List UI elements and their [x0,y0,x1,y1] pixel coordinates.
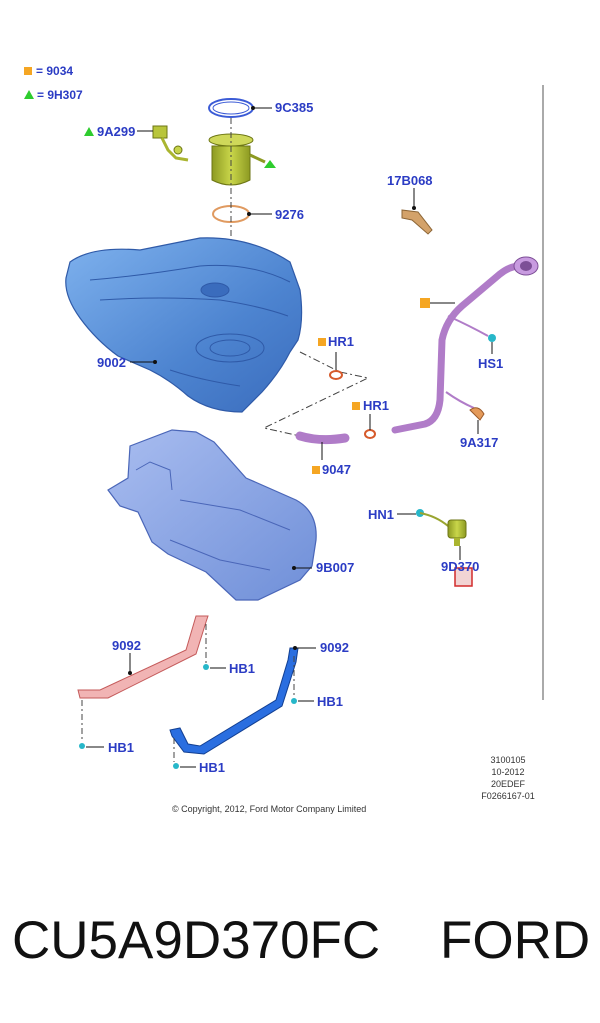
part-9a317 [469,407,485,421]
orange-square-marker [352,402,360,410]
callout-hb1: HB1 [199,760,226,775]
green-triangle-marker [264,160,276,168]
info-line: 20EDEF [490,779,525,789]
copyright-text: © Copyright, 2012, Ford Motor Company Li… [172,804,367,814]
info-line: F0266167-01 [481,791,535,801]
bracket-17b068 [401,209,433,235]
legend-text: = 9034 [36,64,74,78]
callout-9002: 9002 [97,355,126,370]
callout-text: 9A299 [97,124,136,139]
orange-square-marker [420,298,430,308]
fuel-pump-module [208,133,266,186]
info-line: 3100105 [490,755,526,765]
filler-pipe [295,256,539,445]
callout-9092: 9092 [320,640,349,655]
heat-shield-9b007 [107,429,317,601]
orange-square-marker [312,466,320,474]
callout-9d370: 9D370 [441,559,480,574]
strap-red-9092 [77,615,209,699]
callout-hn1: HN1 [368,507,395,522]
callout-9a317: 9A317 [460,435,499,450]
valve-9d370 [447,519,467,546]
info-line: 10-2012 [491,767,525,777]
fuel-tank-9002 [65,237,303,413]
green-triangle-icon [24,90,34,99]
legend-item-square: = 9034 [24,64,73,78]
callout-9a299: 9A299 [84,125,135,139]
callout-hr1: HR1 [328,334,355,349]
callout-hb1: HB1 [108,740,135,755]
legend-item-triangle: = 9H307 [24,88,83,102]
callout-9092: 9092 [112,638,141,653]
clamp-hr1 [329,370,343,380]
callout-hb1: HB1 [317,694,344,709]
fuel-sender-9a299 [152,125,189,162]
lock-ring-9c385 [208,98,254,118]
green-triangle-icon [84,127,94,136]
legend-text: = 9H307 [37,88,83,102]
callout-9c385: 9C385 [275,100,314,115]
callout-hs1: HS1 [478,356,504,371]
clamp-hr1 [364,429,376,439]
callout-hb1: HB1 [229,661,256,676]
orange-square-marker [318,338,326,346]
callout-9b007: 9B007 [316,560,355,575]
part-number: CU5A9D370FC [12,911,381,970]
brand-name: FORD [440,911,591,970]
callout-hr1: HR1 [363,398,390,413]
highlight-box [454,567,473,587]
callout-17b068: 17B068 [387,173,433,188]
diagram-info: 3100105 10-2012 20EDEF F0266167-01 [478,754,538,802]
orange-square-icon [24,67,32,75]
callout-9276: 9276 [275,207,304,222]
clip-hs1 [488,334,496,342]
callout-9047: 9047 [322,462,351,477]
